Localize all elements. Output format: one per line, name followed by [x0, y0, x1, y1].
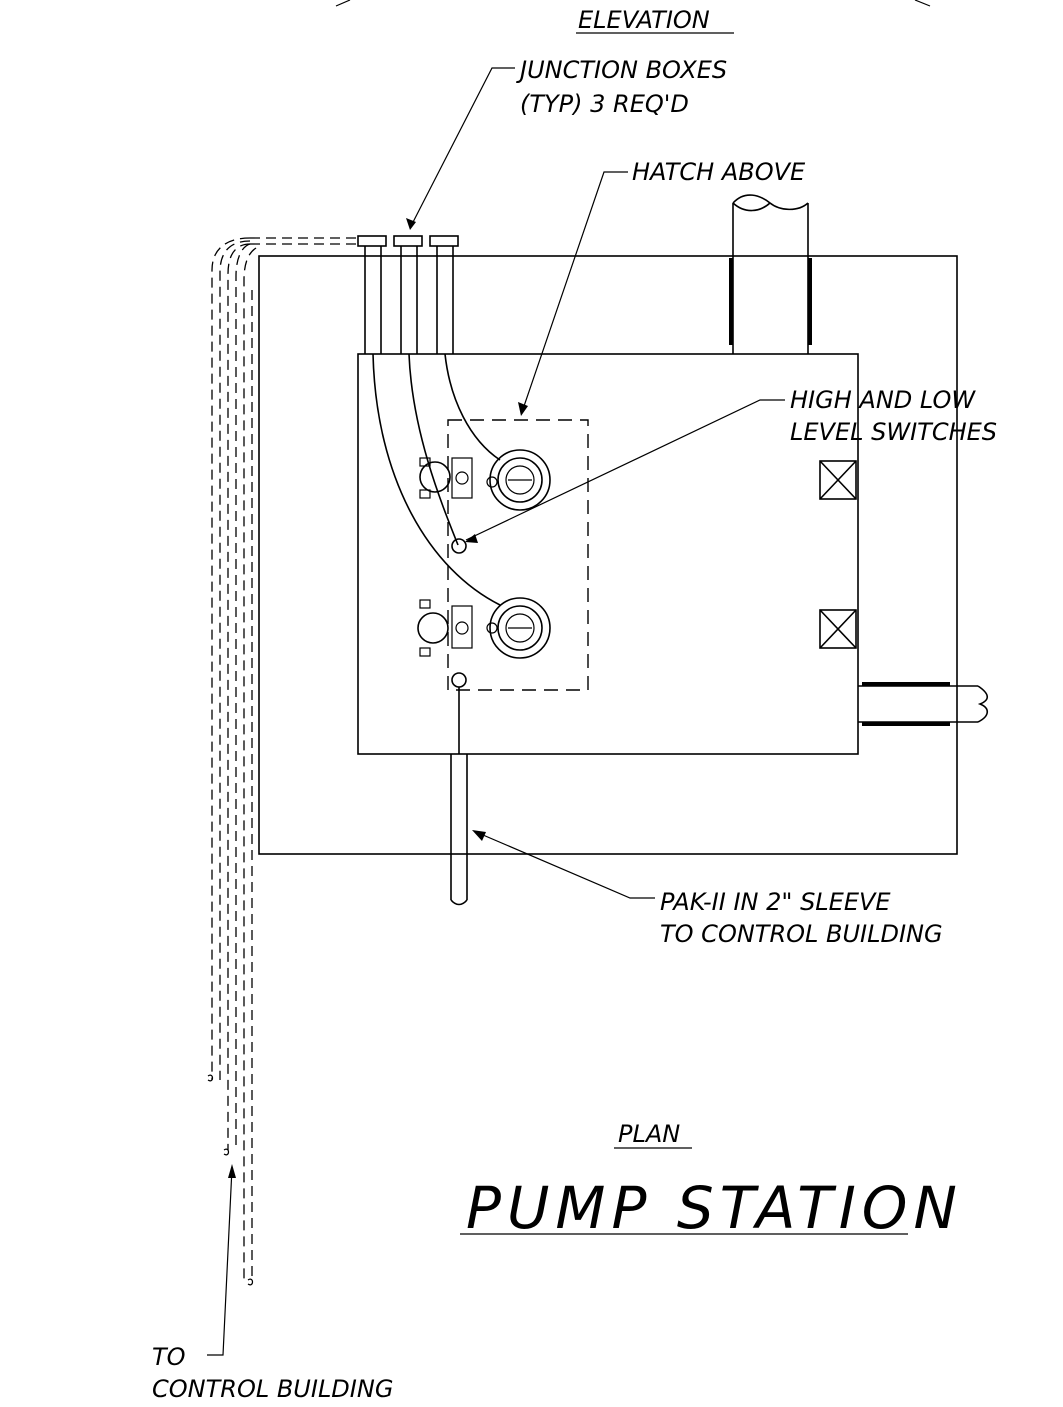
low-level-switch: [451, 672, 467, 688]
discharge-pipe-top: [729, 194, 812, 354]
hatch-above-label: HATCH ABOVE: [632, 158, 806, 186]
crossed-box-upper: [819, 460, 857, 500]
drawing-title: PUMP STATION: [466, 1174, 963, 1242]
discharge-pipe-right: [858, 682, 989, 726]
pak-label-line2: TO CONTROL BUILDING: [660, 920, 943, 948]
switches-label-line1: HIGH AND LOW: [790, 386, 976, 414]
control-building-label: CONTROL BUILDING: [152, 1375, 393, 1403]
pak-sleeve: [450, 687, 468, 906]
plan-label: PLAN: [618, 1120, 680, 1148]
elevation-label: ELEVATION: [578, 6, 710, 34]
pak-label-line1: PAK-II IN 2" SLEEVE: [660, 888, 891, 916]
cables: [372, 353, 501, 606]
high-level-switch: [451, 538, 467, 554]
junction-boxes-qty-label: (TYP) 3 REQ'D: [520, 90, 689, 118]
valve-vault-outline: [357, 353, 859, 755]
pump-upper: [419, 449, 551, 511]
hatch-outline: [447, 419, 589, 691]
pump-lower: [417, 597, 551, 659]
conduit-run-left: [207, 237, 257, 1286]
leaders: [207, 67, 785, 1356]
junction-boxes-label: JUNCTION BOXES: [516, 56, 727, 84]
elevation-heading: ELEVATION: [335, 0, 931, 34]
crossed-box-lower: [819, 609, 857, 649]
switches-label-line2: LEVEL SWITCHES: [790, 418, 997, 446]
to-label: TO: [152, 1343, 186, 1371]
wet-well-outline: [258, 255, 958, 855]
junction-boxes: [250, 235, 459, 354]
